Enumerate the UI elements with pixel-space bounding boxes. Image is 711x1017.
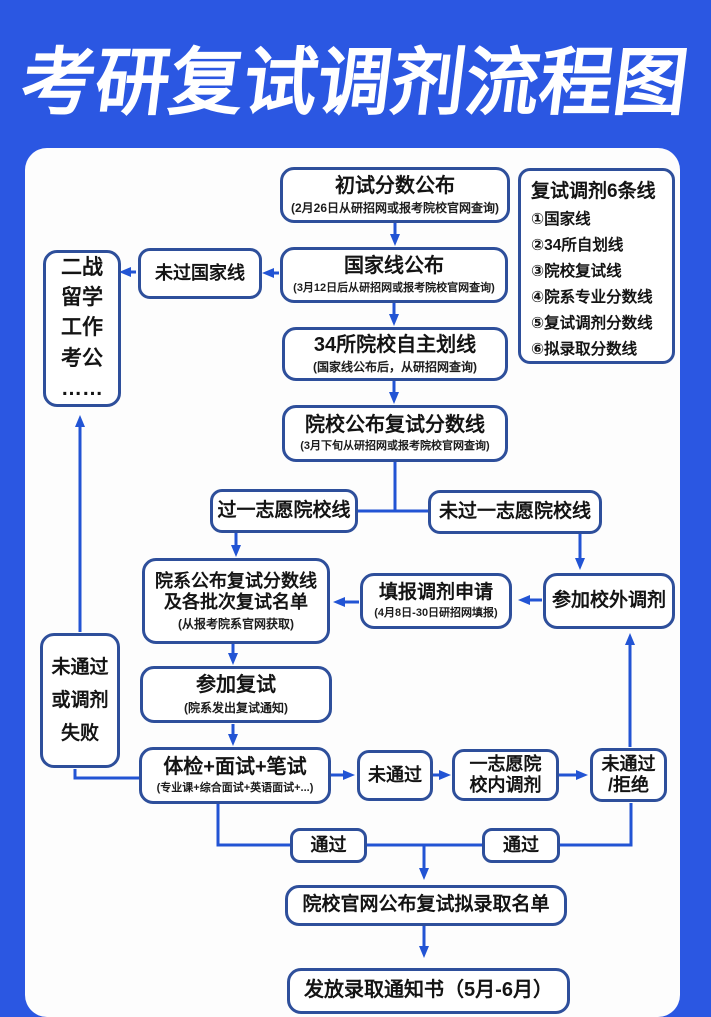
legend-item-4: ④院系专业分数线	[531, 289, 653, 307]
fail-line-2: 或调剂	[51, 689, 109, 711]
alt-line-3: 工作	[61, 316, 103, 340]
alt-line-1: 二战	[61, 256, 103, 280]
node-notice-title: 发放录取通知书（5月-6月）	[304, 979, 553, 1002]
node-fail-reject-line1: 未通过	[601, 753, 656, 774]
node-fail-national: 未过国家线	[138, 248, 262, 299]
node-pass-first-title: 过一志愿院校线	[217, 499, 351, 521]
node-alternatives: 二战 留学 工作 考公 ……	[43, 250, 121, 407]
node-line34: 34所院校自主划线 (国家线公布后，从研招网查询)	[282, 327, 508, 381]
node-pass-1: 通过	[290, 828, 367, 863]
node-admission-list-title: 院校官网公布复试拟录取名单	[302, 894, 550, 916]
node-apply-transfer-title: 填报调剂申请	[378, 581, 493, 603]
legend-item-3: ③院校复试线	[531, 263, 622, 281]
node-apply-transfer-subtitle: (4月8日-30日研招网填报)	[374, 607, 498, 620]
node-attend-retest-subtitle: (院系发出复试通知)	[184, 700, 288, 715]
alt-line-5: ……	[61, 376, 103, 400]
node-dept-line: 院系公布复试分数线 及各批次复试名单 (从报考院系官网获取)	[142, 558, 330, 644]
node-school-line-subtitle: (3月下旬从研招网或报考院校官网查询)	[300, 440, 490, 453]
node-exam: 体检+面试+笔试 (专业课+综合面试+英语面试+...)	[139, 747, 331, 804]
node-line34-subtitle: (国家线公布后，从研招网查询)	[313, 360, 477, 375]
node-national-line-subtitle: (3月12日后从研招网或报考院校官网查询)	[293, 281, 495, 294]
alt-line-2: 留学	[61, 286, 103, 310]
node-internal-transfer-line1: 一志愿院	[469, 753, 542, 774]
legend-item-2: ②34所自划线	[531, 237, 624, 255]
fail-line-1: 未通过	[51, 656, 109, 678]
node-internal-transfer: 一志愿院 校内调剂	[452, 749, 559, 801]
node-fail-or-transfer: 未通过 或调剂 失败	[40, 633, 120, 768]
legend-item-5: ⑤复试调剂分数线	[531, 314, 653, 332]
node-initial-score-subtitle: (2月26日从研招网或报考院校官网查询)	[290, 201, 499, 216]
legend-box: 复试调剂6条线 ①国家线 ②34所自划线 ③院校复试线 ④院系专业分数线 ⑤复试…	[518, 168, 675, 364]
node-fail-reject-line2: /拒绝	[607, 775, 649, 795]
node-pass-1-label: 通过	[310, 834, 347, 855]
node-fail-national-title: 未过国家线	[155, 262, 245, 283]
node-admission-list: 院校官网公布复试拟录取名单	[285, 885, 567, 926]
node-fail-first-title: 未过一志愿院校线	[438, 500, 591, 522]
node-pass-2: 通过	[482, 828, 560, 863]
node-dept-line-title: 院系公布复试分数线	[155, 571, 317, 592]
node-national-line: 国家线公布 (3月12日后从研招网或报考院校官网查询)	[280, 247, 508, 303]
node-external-transfer-title: 参加校外调剂	[551, 589, 666, 611]
node-fail-reject: 未通过 /拒绝	[590, 748, 667, 802]
node-external-transfer: 参加校外调剂	[543, 573, 675, 629]
node-fail-first-choice: 未过一志愿院校线	[428, 490, 602, 534]
node-fail-exam: 未通过	[357, 750, 433, 801]
node-apply-transfer: 填报调剂申请 (4月8日-30日研招网填报)	[360, 573, 512, 629]
node-pass-2-label: 通过	[503, 834, 539, 855]
node-initial-score: 初试分数公布 (2月26日从研招网或报考院校官网查询)	[280, 167, 510, 223]
node-internal-transfer-line2: 校内调剂	[469, 775, 542, 795]
node-attend-retest-title: 参加复试	[196, 674, 276, 697]
node-line34-title: 34所院校自主划线	[313, 333, 477, 356]
node-fail-exam-title: 未通过	[368, 764, 422, 785]
node-notice: 发放录取通知书（5月-6月）	[287, 968, 570, 1014]
node-school-line: 院校公布复试分数线 (3月下旬从研招网或报考院校官网查询)	[282, 405, 508, 462]
node-attend-retest: 参加复试 (院系发出复试通知)	[140, 666, 332, 723]
node-dept-line-title2: 及各批次复试名单	[164, 592, 308, 613]
node-national-line-title: 国家线公布	[344, 255, 444, 278]
node-initial-score-title: 初试分数公布	[335, 174, 455, 197]
legend-title: 复试调剂6条线	[531, 181, 656, 202]
legend-item-6: ⑥拟录取分数线	[531, 340, 638, 358]
node-school-line-title: 院校公布复试分数线	[305, 413, 485, 436]
legend-item-1: ①国家线	[531, 211, 591, 229]
node-exam-subtitle: (专业课+综合面试+英语面试+...)	[156, 782, 314, 795]
node-pass-first-choice: 过一志愿院校线	[210, 489, 358, 533]
node-exam-title: 体检+面试+笔试	[163, 755, 307, 778]
node-dept-line-subtitle: (从报考院系官网获取)	[178, 616, 294, 631]
fail-line-3: 失败	[60, 723, 99, 745]
alt-line-4: 考公	[61, 346, 103, 370]
